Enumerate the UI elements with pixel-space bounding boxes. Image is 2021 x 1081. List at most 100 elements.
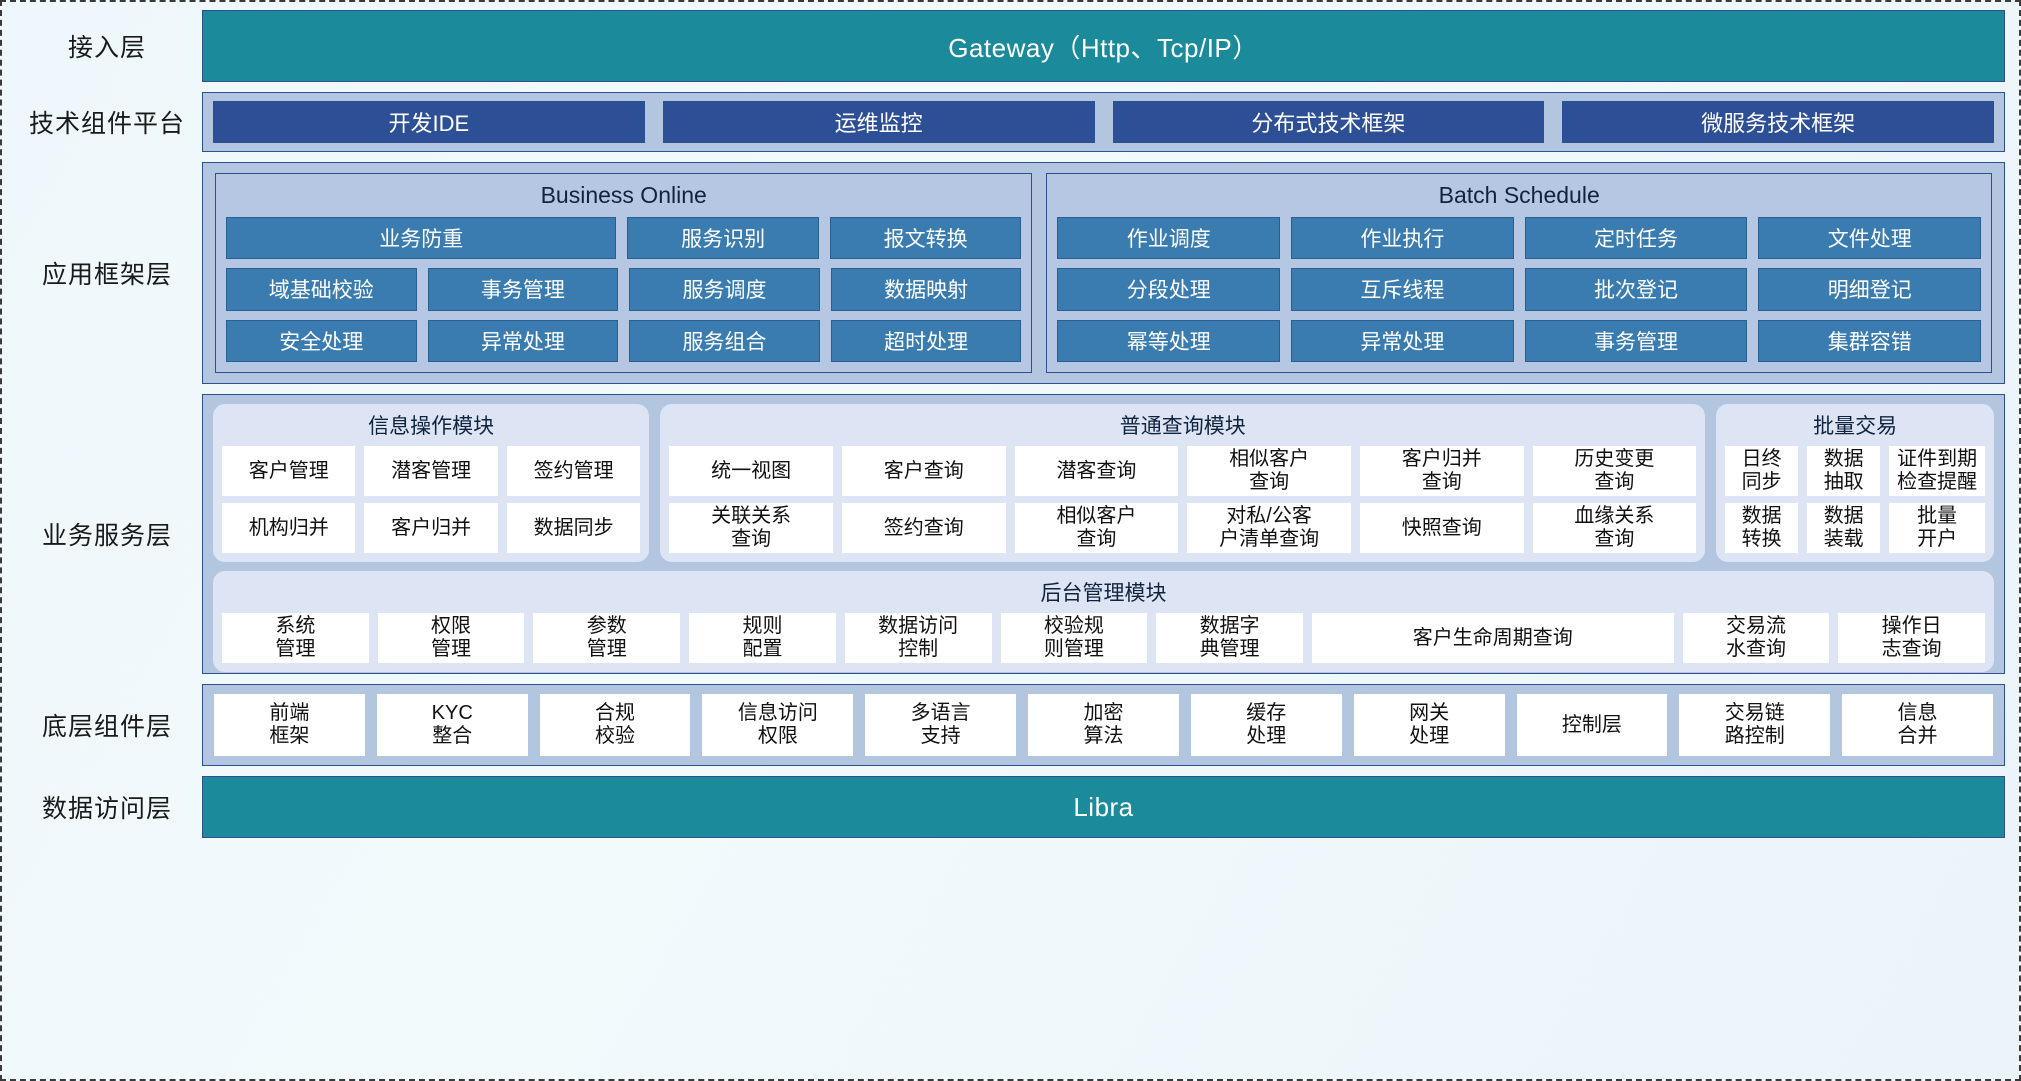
module-item[interactable]: 对私/公客 户清单查询 — [1187, 503, 1351, 553]
app-group-row: 安全处理异常处理服务组合超时处理 — [226, 319, 1022, 362]
admin-item[interactable]: 校验规 则管理 — [1000, 613, 1148, 663]
app-cell[interactable]: 事务管理 — [427, 268, 619, 311]
app-cell[interactable]: 幂等处理 — [1057, 319, 1281, 362]
module-row: 数据 转换数据 装载批量 开户 — [1725, 503, 1985, 553]
app-group-row: 业务防重服务识别报文转换 — [226, 217, 1022, 260]
module-item[interactable]: 关联关系 查询 — [669, 503, 833, 553]
layer-access: 接入层 Gateway（Http、Tcp/IP） — [12, 10, 2005, 82]
module-item[interactable]: 客户管理 — [222, 446, 356, 496]
module-row: 客户管理潜客管理签约管理 — [222, 446, 641, 496]
layer-label-business-service: 业务服务层 — [41, 522, 172, 550]
component-item[interactable]: KYC 整合 — [376, 694, 528, 756]
layer-data-access: 数据访问层 Libra — [12, 776, 2005, 838]
component-item[interactable]: 交易链 路控制 — [1679, 694, 1831, 756]
app-cell[interactable]: 服务识别 — [627, 217, 819, 260]
module-info: 信息操作模块客户管理潜客管理签约管理机构归并客户归并数据同步 — [213, 404, 650, 562]
module-item[interactable]: 签约管理 — [506, 446, 641, 496]
module-title-query: 普通查询模块 — [1119, 415, 1246, 438]
libra-bar: Libra — [202, 776, 2005, 838]
app-cell[interactable]: 服务调度 — [629, 268, 820, 311]
module-item[interactable]: 数据 装载 — [1807, 503, 1881, 553]
app-cell[interactable]: 域基础校验 — [226, 268, 417, 311]
component-item[interactable]: 信息 合并 — [1842, 694, 1993, 756]
module-query: 普通查询模块统一视图客户查询潜客查询相似客户 查询客户归并 查询历史变更 查询关… — [660, 404, 1706, 562]
app-cell[interactable]: 异常处理 — [427, 319, 619, 362]
app-cell[interactable]: 互斥线程 — [1291, 268, 1514, 311]
admin-item[interactable]: 数据字 典管理 — [1156, 613, 1303, 663]
app-group-row: 作业调度作业执行定时任务文件处理 — [1057, 217, 1982, 260]
app-cell[interactable]: 超时处理 — [830, 319, 1022, 362]
admin-item[interactable]: 参数 管理 — [533, 613, 681, 663]
module-item[interactable]: 日终 同步 — [1725, 446, 1799, 496]
layer-tech-platform: 技术组件平台 开发IDE 运维监控分布式技术框架微服务技术框架 — [12, 92, 2005, 152]
module-item[interactable]: 签约查询 — [841, 503, 1006, 553]
module-item[interactable]: 潜客查询 — [1014, 446, 1179, 496]
app-cell[interactable]: 作业执行 — [1291, 217, 1514, 260]
app-cell[interactable]: 数据映射 — [830, 268, 1022, 311]
module-item[interactable]: 客户归并 查询 — [1359, 446, 1524, 496]
app-cell[interactable]: 事务管理 — [1524, 319, 1748, 362]
module-item[interactable]: 快照查询 — [1359, 503, 1524, 553]
component-item[interactable]: 前端 框架 — [214, 694, 365, 756]
module-item[interactable]: 潜客管理 — [364, 446, 498, 496]
component-item[interactable]: 缓存 处理 — [1190, 694, 1342, 756]
admin-item[interactable]: 系统 管理 — [222, 613, 369, 663]
module-item[interactable]: 相似客户 查询 — [1014, 503, 1179, 553]
app-cell[interactable]: 分段处理 — [1057, 268, 1281, 311]
admin-module-row: 后台管理模块 系统 管理权限 管理参数 管理规则 配置数据访问 控制校验规 则管… — [213, 571, 1994, 672]
layer-label-tech-platform: 技术组件平台 — [28, 110, 185, 138]
admin-item[interactable]: 客户生命周期查询 — [1311, 613, 1674, 663]
module-item[interactable]: 批量 开户 — [1889, 503, 1985, 553]
tech-chip[interactable]: 运维监控 — [662, 101, 1095, 143]
module-item[interactable]: 数据 抽取 — [1807, 446, 1881, 496]
app-group-row: 分段处理互斥线程批次登记明细登记 — [1057, 268, 1982, 311]
tech-chip[interactable]: 微服务技术框架 — [1562, 101, 1994, 143]
module-title-info: 信息操作模块 — [368, 415, 495, 438]
app-cell[interactable]: 安全处理 — [226, 319, 417, 362]
app-cell[interactable]: 报文转换 — [829, 217, 1022, 260]
component-item[interactable]: 合规 校验 — [539, 694, 691, 756]
tech-chip[interactable]: 开发IDE — [213, 101, 645, 143]
app-cell[interactable]: 文件处理 — [1758, 217, 1982, 260]
module-item[interactable]: 历史变更 查询 — [1532, 446, 1697, 496]
module-item[interactable]: 统一视图 — [669, 446, 833, 496]
gateway-bar: Gateway（Http、Tcp/IP） — [202, 10, 2005, 82]
admin-item[interactable]: 交易流 水查询 — [1682, 613, 1830, 663]
module-item[interactable]: 数据同步 — [506, 503, 641, 553]
module-item[interactable]: 证件到期 检查提醒 — [1889, 446, 1985, 496]
module-item[interactable]: 客户归并 — [364, 503, 498, 553]
admin-item[interactable]: 规则 配置 — [689, 613, 836, 663]
component-item[interactable]: 控制层 — [1516, 694, 1668, 756]
admin-item[interactable]: 权限 管理 — [377, 613, 525, 663]
admin-item[interactable]: 操作日 志查询 — [1838, 613, 1986, 663]
component-item[interactable]: 加密 算法 — [1028, 694, 1179, 756]
app-cell[interactable]: 业务防重 — [226, 217, 617, 260]
app-cell[interactable]: 批次登记 — [1524, 268, 1748, 311]
module-item[interactable]: 机构归并 — [222, 503, 356, 553]
component-item[interactable]: 多语言 支持 — [865, 694, 1017, 756]
app-cell[interactable]: 作业调度 — [1057, 217, 1281, 260]
app-group-title: Batch Schedule — [1438, 182, 1600, 208]
admin-item[interactable]: 数据访问 控制 — [844, 613, 992, 663]
module-batch: 批量交易日终 同步数据 抽取证件到期 检查提醒数据 转换数据 装载批量 开户 — [1716, 404, 1994, 562]
app-cell[interactable]: 异常处理 — [1291, 319, 1514, 362]
app-cell[interactable]: 集群容错 — [1758, 319, 1982, 362]
layer-label-access: 接入层 — [67, 34, 146, 62]
module-title-admin: 后台管理模块 — [1040, 582, 1167, 605]
module-item[interactable]: 血缘关系 查询 — [1532, 503, 1697, 553]
tech-chip[interactable]: 分布式技术框架 — [1112, 101, 1545, 143]
app-cell[interactable]: 服务组合 — [629, 319, 820, 362]
module-item[interactable]: 客户查询 — [841, 446, 1006, 496]
component-item[interactable]: 网关 处理 — [1353, 694, 1505, 756]
module-item[interactable]: 数据 转换 — [1725, 503, 1799, 553]
app-cell[interactable]: 定时任务 — [1524, 217, 1748, 260]
module-item[interactable]: 相似客户 查询 — [1187, 446, 1351, 496]
app-cell[interactable]: 明细登记 — [1758, 268, 1982, 311]
module-admin: 后台管理模块 系统 管理权限 管理参数 管理规则 配置数据访问 控制校验规 则管… — [213, 571, 1994, 672]
component-item[interactable]: 信息访问 权限 — [702, 694, 854, 756]
